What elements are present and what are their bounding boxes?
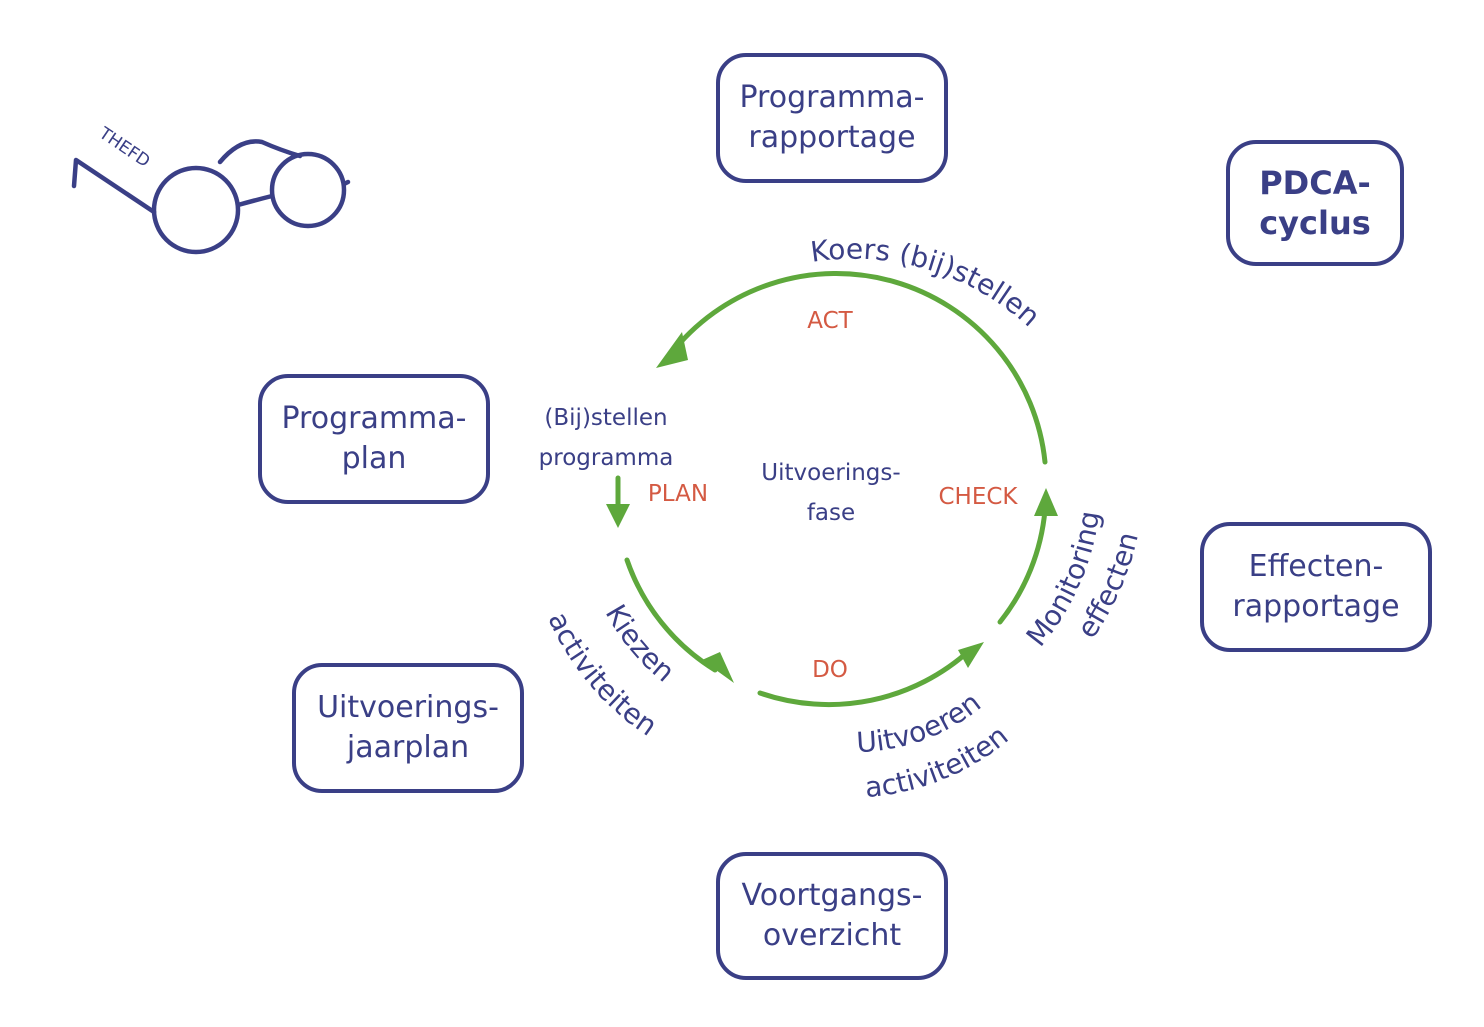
- card-programma-rapportage-line2: rapportage: [748, 120, 916, 155]
- card-pdca-cyclus-line2: cyclus: [1259, 204, 1371, 242]
- phase-plan: PLAN: [648, 481, 708, 507]
- glasses-bridge: [235, 193, 275, 208]
- cycle-arrows: [615, 270, 1048, 708]
- card-voortgangs-overzicht-line1: Voortgangs-: [741, 878, 923, 913]
- phase-check: CHECK: [938, 484, 1018, 510]
- card-programma-rapportage: Programma- rapportage: [716, 53, 948, 183]
- phase-do: DO: [812, 657, 848, 683]
- act-arrowhead: [656, 332, 688, 368]
- glasses-icon: [71, 139, 351, 255]
- card-effecten-rapportage-line1: Effecten-: [1248, 549, 1384, 584]
- card-pdca-cyclus-line1: PDCA-: [1259, 164, 1371, 202]
- do-arc: [757, 647, 973, 708]
- bijstellen-label-line2: programma: [539, 445, 674, 471]
- card-uitvoerings-jaarplan-line2: jaarplan: [346, 730, 470, 765]
- bijstellen-label-line1: (Bij)stellen: [544, 405, 667, 431]
- check-arrowhead: [1034, 488, 1058, 516]
- center-label-line1: Uitvoerings-: [761, 460, 900, 486]
- card-programma-rapportage-line1: Programma-: [739, 80, 925, 115]
- card-effecten-rapportage: Effecten- rapportage: [1200, 522, 1432, 652]
- card-pdca-cyclus: PDCA- cyclus: [1226, 140, 1404, 266]
- arrowheads: [606, 332, 1058, 683]
- act-arc: [667, 270, 1048, 465]
- glasses-brand-label: THEFD: [94, 123, 153, 172]
- center-label-line2: fase: [807, 500, 855, 526]
- right-lens: [269, 151, 347, 229]
- plan-down-arrowhead: [606, 504, 630, 528]
- glasses-temple-right: [217, 139, 303, 165]
- card-programma-plan-line2: plan: [341, 441, 407, 476]
- plan-arc: [624, 557, 718, 673]
- plan-arrowhead: [702, 652, 734, 683]
- check-arc: [997, 507, 1048, 625]
- card-effecten-rapportage-line2: rapportage: [1232, 589, 1400, 624]
- do-arrowhead: [958, 642, 984, 668]
- glasses-hinge: [341, 179, 351, 187]
- card-uitvoerings-jaarplan: Uitvoerings- jaarplan: [292, 663, 524, 793]
- left-lens: [151, 165, 241, 255]
- card-uitvoerings-jaarplan-line1: Uitvoerings-: [317, 690, 499, 725]
- phase-act: ACT: [807, 308, 853, 334]
- card-programma-plan: Programma- plan: [258, 374, 490, 504]
- card-voortgangs-overzicht-line2: overzicht: [762, 918, 902, 953]
- card-voortgangs-overzicht: Voortgangs- overzicht: [716, 852, 948, 980]
- card-programma-plan-line1: Programma-: [281, 401, 467, 436]
- glasses-temple-left: [71, 157, 157, 215]
